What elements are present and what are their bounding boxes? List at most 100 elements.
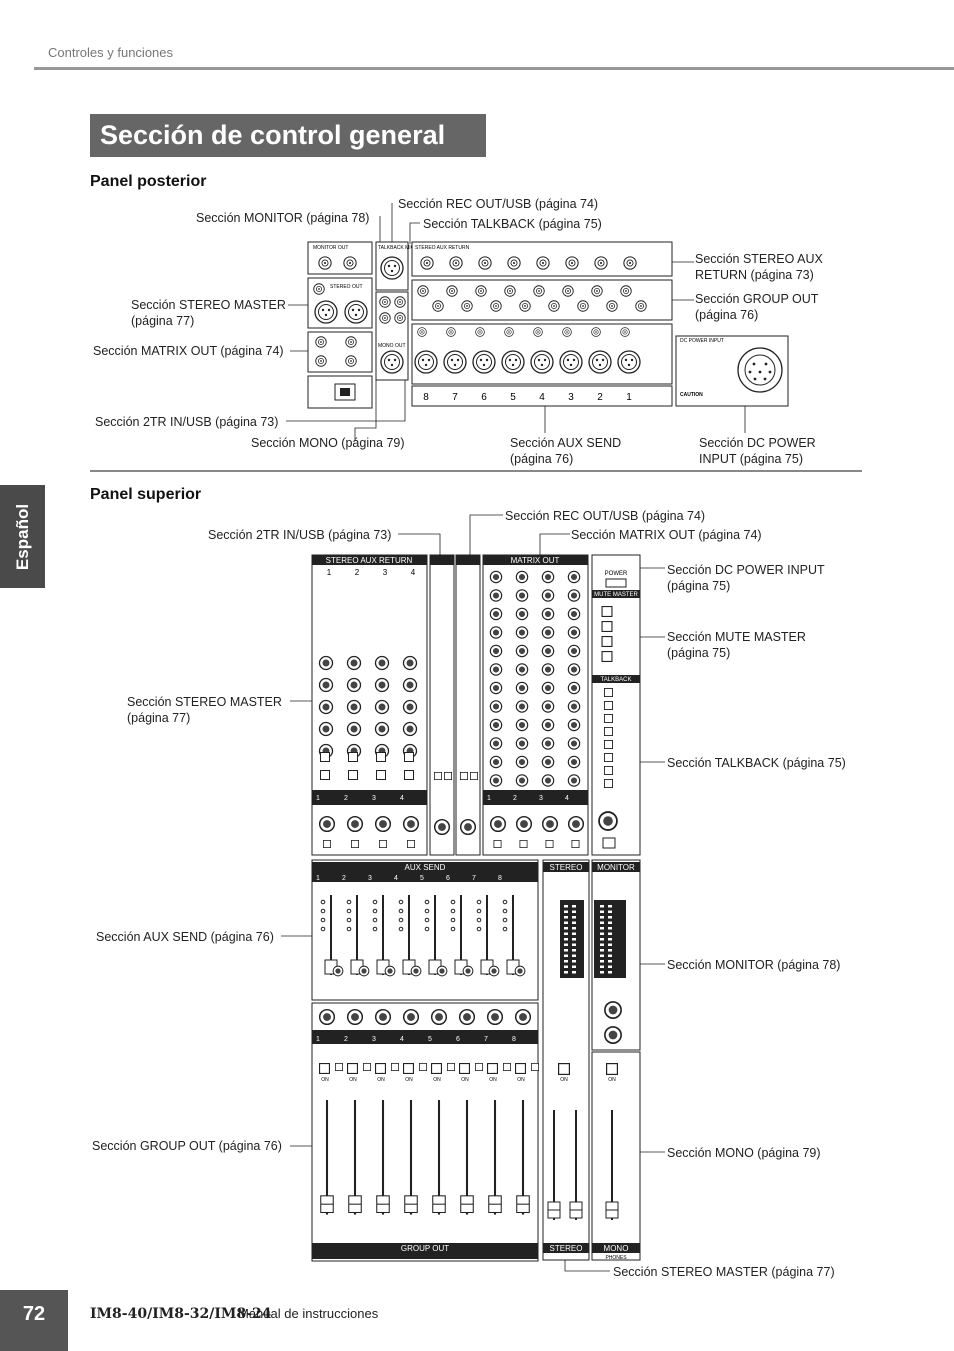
svg-text:POWER: POWER (605, 571, 628, 577)
svg-text:8: 8 (423, 392, 429, 403)
running-header: Controles y funciones (48, 45, 174, 60)
svg-text:1: 1 (316, 1036, 320, 1043)
svg-text:STEREO OUT: STEREO OUT (330, 284, 363, 290)
svg-text:ON: ON (560, 1077, 568, 1083)
svg-text:MONITOR: MONITOR (597, 863, 635, 872)
svg-text:STEREO AUX RETURN: STEREO AUX RETURN (326, 556, 413, 565)
svg-text:MUTE MASTER: MUTE MASTER (594, 592, 638, 598)
svg-text:3: 3 (372, 1036, 376, 1043)
svg-text:1: 1 (626, 392, 632, 403)
top-label-talkback: Sección TALKBACK (página 75) (667, 756, 846, 770)
manual-title: Manual de instrucciones (238, 1306, 379, 1321)
top-label-stereo-master: Sección STEREO MASTER(página 77) (127, 695, 282, 725)
rear-label-rec-out: Sección REC OUT/USB (página 74) (398, 197, 599, 211)
top-label-monitor: Sección MONITOR (página 78) (667, 958, 841, 972)
page-title: Sección de control general (90, 114, 486, 157)
svg-text:3: 3 (372, 795, 376, 802)
top-label-group-out: Sección GROUP OUT (página 76) (92, 1139, 282, 1153)
svg-text:1: 1 (327, 568, 332, 577)
svg-text:5: 5 (420, 875, 424, 882)
svg-text:STEREO: STEREO (550, 863, 583, 872)
rear-label-2tr-in: Sección 2TR IN/USB (página 73) (95, 415, 279, 429)
top-label-mute-master: Sección MUTE MASTER(página 75) (667, 630, 806, 660)
svg-text:1: 1 (487, 795, 491, 802)
svg-text:ON: ON (608, 1077, 616, 1083)
svg-text:2: 2 (513, 795, 517, 802)
top-label-matrix-out: Sección MATRIX OUT (página 74) (571, 528, 762, 542)
rear-label-group-out: Sección GROUP OUT(página 76) (695, 292, 819, 322)
svg-text:4: 4 (400, 1036, 404, 1043)
svg-text:DC POWER INPUT: DC POWER INPUT (680, 338, 724, 344)
section-divider (90, 470, 862, 472)
model-name: IM8-40/IM8-32/IM8-24 (90, 1306, 272, 1322)
svg-text:ON: ON (321, 1077, 329, 1083)
svg-text:3: 3 (539, 795, 543, 802)
svg-text:4: 4 (539, 392, 545, 403)
svg-text:AUX SEND: AUX SEND (405, 863, 446, 872)
svg-text:5: 5 (510, 392, 516, 403)
svg-text:PHONES: PHONES (605, 1255, 627, 1261)
svg-text:3: 3 (568, 392, 574, 403)
svg-text:ON: ON (489, 1077, 497, 1083)
svg-text:4: 4 (400, 795, 404, 802)
top-panel: STEREO AUX RETURN 1 2 3 4 1 2 3 4 MATRIX OUT 1… (281, 514, 665, 1272)
top-panel-heading: Panel superior (90, 486, 202, 503)
svg-text:GROUP OUT: GROUP OUT (401, 1244, 449, 1253)
svg-text:STEREO AUX RETURN: STEREO AUX RETURN (415, 245, 470, 251)
top-label-rec-out: Sección REC OUT/USB (página 74) (505, 509, 706, 523)
svg-text:ON: ON (377, 1077, 385, 1083)
language-tab: Español (0, 485, 45, 588)
svg-text:ON: ON (461, 1077, 469, 1083)
rear-label-monitor: Sección MONITOR (página 78) (196, 211, 370, 225)
svg-text:2: 2 (355, 568, 360, 577)
svg-text:TALKBACK MIC IN: TALKBACK MIC IN (378, 245, 421, 251)
top-label-2tr-in: Sección 2TR IN/USB (página 73) (208, 528, 392, 542)
rear-panel-heading: Panel posterior (90, 173, 207, 190)
svg-text:1: 1 (316, 795, 320, 802)
rear-label-talkback: Sección TALKBACK (página 75) (423, 217, 602, 231)
svg-text:7: 7 (472, 875, 476, 882)
svg-text:ON: ON (433, 1077, 441, 1083)
svg-text:MONO: MONO (604, 1244, 629, 1253)
svg-text:STEREO: STEREO (550, 1244, 583, 1253)
rear-label-matrix-out: Sección MATRIX OUT (página 74) (93, 344, 284, 358)
rear-label-aux-send: Sección AUX SEND(página 76) (510, 436, 622, 466)
rear-panel: MONITOR OUT STEREO OUT TALKBACK MIC IN M… (286, 203, 789, 441)
rear-label-mono: Sección MONO (página 79) (251, 436, 405, 450)
header-rule (34, 67, 954, 70)
svg-text:6: 6 (456, 1036, 460, 1043)
svg-text:8: 8 (512, 1036, 516, 1043)
svg-text:ON: ON (405, 1077, 413, 1083)
svg-text:CAUTION: CAUTION (680, 392, 703, 398)
svg-text:1: 1 (316, 875, 320, 882)
top-label-dc-power: Sección DC POWER INPUT(página 75) (667, 563, 825, 593)
rear-label-stereo-master: Sección STEREO MASTER(página 77) (131, 298, 286, 328)
svg-text:4: 4 (394, 875, 398, 882)
svg-text:3: 3 (368, 875, 372, 882)
rear-monitor-out-text: MONITOR OUT (313, 245, 348, 251)
page-number: 72 (0, 1290, 68, 1351)
svg-text:6: 6 (446, 875, 450, 882)
svg-text:TALKBACK: TALKBACK (601, 677, 632, 683)
svg-text:2: 2 (344, 1036, 348, 1043)
svg-text:7: 7 (484, 1036, 488, 1043)
top-label-stereo-master-bottom: Sección STEREO MASTER (página 77) (613, 1265, 835, 1279)
svg-text:2: 2 (597, 392, 603, 403)
svg-text:3: 3 (383, 568, 388, 577)
svg-text:2: 2 (344, 795, 348, 802)
svg-text:7: 7 (452, 392, 458, 403)
svg-text:ON: ON (517, 1077, 525, 1083)
top-label-aux-send: Sección AUX SEND (página 76) (96, 930, 274, 944)
svg-text:6: 6 (481, 392, 487, 403)
top-label-mono: Sección MONO (página 79) (667, 1146, 821, 1160)
svg-text:8: 8 (498, 875, 502, 882)
svg-text:4: 4 (411, 568, 416, 577)
svg-text:2: 2 (342, 875, 346, 882)
svg-text:MATRIX OUT: MATRIX OUT (511, 556, 560, 565)
svg-text:ON: ON (349, 1077, 357, 1083)
svg-text:4: 4 (565, 795, 569, 802)
svg-text:MONO OUT: MONO OUT (378, 343, 406, 349)
